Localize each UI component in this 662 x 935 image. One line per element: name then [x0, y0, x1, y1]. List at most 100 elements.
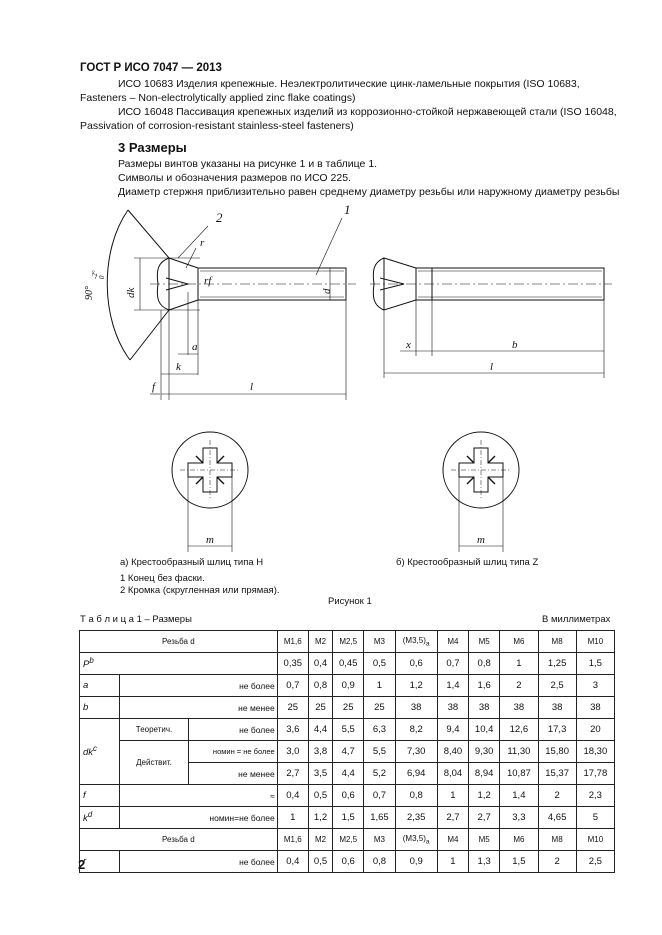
- size-cell: M8: [537, 630, 577, 653]
- row-symbol: dkc: [79, 718, 120, 785]
- size-cell: M4: [436, 828, 470, 851]
- size-cell: M6: [499, 630, 539, 653]
- value-cell: 0,7: [436, 652, 470, 675]
- value-cell: 1,65: [363, 806, 396, 829]
- figure-1-drawing: 2 1 90° -2° 0 r rf dk d a k f l x b l m …: [84, 202, 612, 552]
- label-d: d: [321, 288, 333, 294]
- value-cell: 1: [499, 652, 539, 675]
- reference-iso-16048: ИСО 16048 Пассивация крепежных изделий и…: [80, 106, 617, 132]
- dimensions-table: Резьба d M1,6 M2 M2,5 M3 (M3,5)a M4 M5 M…: [79, 630, 616, 873]
- size-cell: M1,6: [276, 828, 309, 851]
- value-cell: 0,5: [307, 850, 334, 873]
- caption-recess-h: а) Крестообразный шлиц типа H: [120, 557, 264, 568]
- value-cell: 38: [575, 696, 616, 719]
- row-symbol: kd: [79, 806, 120, 829]
- value-cell: 7,30: [394, 740, 438, 763]
- value-cell: 10,4: [468, 718, 501, 741]
- value-cell: 6,3: [363, 718, 396, 741]
- document-header: ГОСТ Р ИСО 7047 — 2013: [80, 62, 222, 74]
- recess-h-circle: [171, 431, 249, 509]
- value-cell: 2,3: [575, 784, 616, 807]
- label-r: r: [200, 237, 205, 249]
- value-cell: 25: [307, 696, 334, 719]
- value-cell: 3: [575, 674, 616, 697]
- value-cell: 3,5: [307, 762, 334, 785]
- page-number: 2: [78, 857, 86, 872]
- leader-2: [177, 225, 209, 259]
- leader-1: [315, 217, 343, 276]
- value-cell: 0,4: [276, 784, 309, 807]
- value-cell: 0,9: [394, 850, 438, 873]
- value-cell: 15,80: [537, 740, 577, 763]
- value-cell: 4,4: [332, 762, 365, 785]
- callout-1: 1: [344, 202, 351, 217]
- value-cell: 38: [468, 696, 501, 719]
- table-caption: Т а б л и ц а 1 – Размеры: [80, 614, 192, 625]
- label-m-z: m: [477, 534, 485, 546]
- value-cell: 25: [363, 696, 396, 719]
- value-cell: 0,5: [363, 652, 396, 675]
- angle-label: 90°: [84, 286, 95, 300]
- value-cell: 5,5: [332, 718, 365, 741]
- value-cell: 8,04: [436, 762, 470, 785]
- value-cell: 0,35: [276, 652, 309, 675]
- value-cell: 17,3: [537, 718, 577, 741]
- value-cell: 1: [436, 784, 470, 807]
- value-cell: 8,94: [468, 762, 501, 785]
- angle-tolerance: -2°: [91, 270, 99, 279]
- value-cell: 18,30: [575, 740, 616, 763]
- value-cell: 4,4: [307, 718, 334, 741]
- recess-profile: [165, 277, 190, 291]
- size-cell: M8: [537, 828, 577, 851]
- value-cell: 38: [537, 696, 577, 719]
- angle-arc: [106, 209, 131, 361]
- row-condition: не менее: [119, 696, 278, 719]
- value-cell: 2,35: [394, 806, 438, 829]
- figure-title: Рисунок 1: [328, 596, 372, 607]
- value-cell: 9,30: [468, 740, 501, 763]
- size-cell: M6: [499, 828, 539, 851]
- row-subtype: Теоретич.: [119, 718, 189, 741]
- table-header-row: Резьба d M1,6 M2 M2,5 M3 (M3,5)a M4 M5 M…: [79, 630, 616, 653]
- value-cell: 1,4: [436, 674, 470, 697]
- label-l: l: [250, 381, 253, 393]
- paragraph-3: Диаметр стержня приблизительно равен сре…: [118, 186, 620, 198]
- size-footnote: a: [425, 640, 430, 648]
- label-x: x: [405, 339, 411, 351]
- value-cell: 1,25: [537, 652, 577, 675]
- size-cell: M3: [363, 828, 396, 851]
- value-cell: 20: [575, 718, 616, 741]
- value-cell: 2,7: [436, 806, 470, 829]
- label-f: f: [152, 381, 157, 393]
- thread-label: Резьба d: [79, 828, 278, 851]
- label-l-right: l: [490, 361, 493, 373]
- value-cell: 38: [394, 696, 438, 719]
- value-cell: 2: [499, 674, 539, 697]
- row-condition: не более: [119, 850, 278, 873]
- label-rf: rf: [204, 275, 213, 287]
- size-cell: M10: [575, 828, 616, 851]
- value-cell: 1: [276, 806, 309, 829]
- paragraph-2: Символы и обозначения размеров по ИСО 22…: [118, 172, 351, 184]
- section-title: 3 Размеры: [118, 140, 187, 155]
- value-cell: 5,2: [363, 762, 396, 785]
- value-cell: 1: [436, 850, 470, 873]
- value-cell: 6,94: [394, 762, 438, 785]
- value-cell: 1,5: [332, 806, 365, 829]
- value-cell: 0,45: [332, 652, 365, 675]
- value-cell: 15,37: [537, 762, 577, 785]
- value-cell: 17,78: [575, 762, 616, 785]
- figure-note-2: 2 Кромка (скругленная или прямая).: [120, 585, 280, 596]
- row-symbol: r: [79, 850, 120, 873]
- value-cell: 2,7: [468, 806, 501, 829]
- row-condition: номин = не более: [188, 740, 278, 763]
- value-cell: 5: [575, 806, 616, 829]
- label-dk: dk: [125, 287, 137, 299]
- value-cell: 0,8: [394, 784, 438, 807]
- value-cell: 8,40: [436, 740, 470, 763]
- value-cell: 0,6: [394, 652, 438, 675]
